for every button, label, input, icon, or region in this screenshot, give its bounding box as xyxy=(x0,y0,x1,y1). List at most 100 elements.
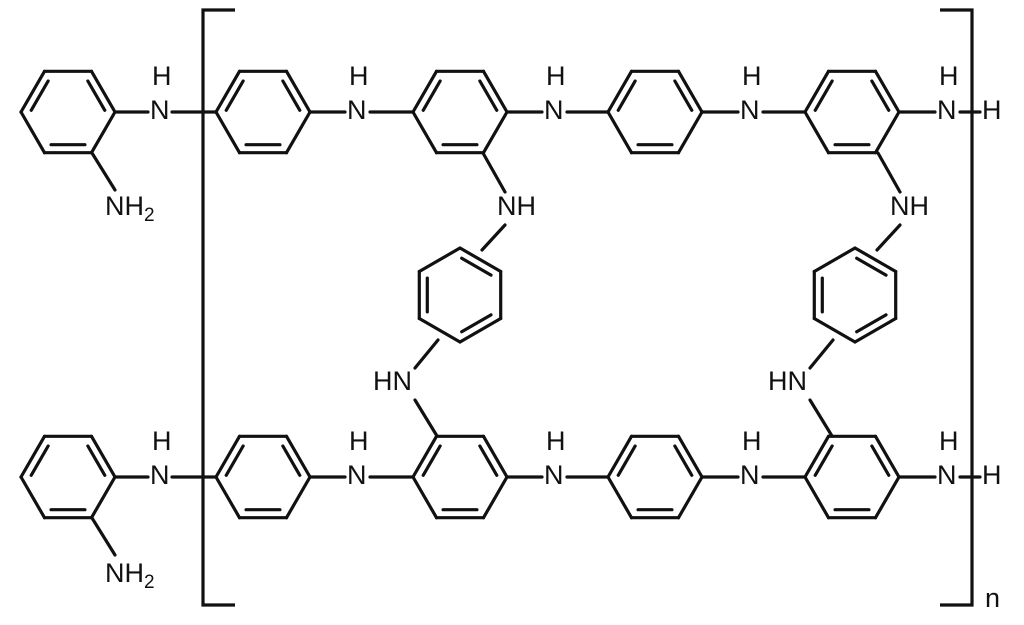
bottom-ring-1-double xyxy=(86,444,107,477)
bottom-ring-5-edge xyxy=(803,475,831,520)
link-nh-left-upper: NH xyxy=(497,191,536,221)
top-ring-4-edge xyxy=(606,110,634,155)
bottom-ring-2-edge xyxy=(214,434,242,479)
top-ring-1-edge xyxy=(19,69,47,114)
top-ring-2-edge xyxy=(214,69,242,114)
bottom-n-5: N xyxy=(937,460,957,490)
bottom-end-h: H xyxy=(982,460,1002,490)
bottom-ring-3-edge xyxy=(481,475,509,520)
top-ring-4-edge xyxy=(676,69,704,114)
top-n-5: N xyxy=(937,95,957,125)
top-ring-5-edge xyxy=(873,69,901,114)
top-end-h: H xyxy=(982,95,1002,125)
top-ring-3-double xyxy=(478,79,499,112)
top-ring-1-double xyxy=(86,79,107,112)
bond-nh2-top xyxy=(90,151,117,192)
top-ring-5-double xyxy=(870,79,891,112)
bottom-ring-5-edge xyxy=(873,475,901,520)
top-n-4-h: H xyxy=(742,61,762,91)
bond-link-l-3 xyxy=(413,338,440,370)
top-ring-1-double xyxy=(29,79,50,112)
top-ring-1-edge xyxy=(89,110,117,155)
bottom-ring-4-double xyxy=(616,444,637,477)
bracket-left xyxy=(201,8,235,607)
top-ring-4-double xyxy=(616,79,637,112)
bond-link-r-2 xyxy=(875,223,902,252)
top-n-5-h: H xyxy=(939,61,959,91)
bond-link-r-4 xyxy=(808,398,834,438)
bond-lines xyxy=(19,8,982,607)
bottom-ring-5-edge xyxy=(873,434,901,479)
top-n-3-h: H xyxy=(546,61,566,91)
bottom-ring-2-double xyxy=(281,444,302,477)
linker-ring-right-edge xyxy=(812,316,857,344)
top-ring-2-edge xyxy=(284,110,312,155)
bond-link-l-2 xyxy=(480,223,507,252)
top-ring-2-double xyxy=(224,79,245,112)
bracket-right xyxy=(940,8,974,607)
bottom-ring-3-edge xyxy=(481,434,509,479)
bottom-n-2: N xyxy=(347,460,367,490)
atom-labels: N H N H N H N H N H H N H N H N H N H N … xyxy=(105,61,1002,613)
top-n-2: N xyxy=(347,95,367,125)
top-ring-3-double xyxy=(421,79,442,112)
bottom-n-5-h: H xyxy=(939,426,959,456)
bottom-ring-1-edge xyxy=(89,475,117,520)
bond-nh2-bottom xyxy=(90,516,117,557)
bottom-n-3: N xyxy=(544,460,564,490)
bottom-ring-5-edge xyxy=(803,434,831,479)
bottom-n-4-h: H xyxy=(742,426,762,456)
linker-ring-left-double xyxy=(460,313,493,334)
bottom-ring-1-edge xyxy=(19,475,47,520)
linker-ring-left-double xyxy=(460,256,493,277)
top-ring-3-edge xyxy=(411,69,439,114)
top-ring-4-edge xyxy=(606,69,634,114)
bond-link-l-1 xyxy=(481,151,507,194)
linker-ring-right-edge xyxy=(853,246,898,274)
link-hn-left-lower: HN xyxy=(373,366,412,396)
bottom-ring-4-edge xyxy=(606,475,634,520)
bottom-n-1: N xyxy=(150,460,170,490)
bottom-ring-3-edge xyxy=(411,434,439,479)
top-n-3: N xyxy=(544,95,564,125)
top-ring-3-edge xyxy=(411,110,439,155)
bottom-ring-4-edge xyxy=(676,434,704,479)
end-nh2-bottom: NH2 xyxy=(105,558,155,593)
top-n-1: N xyxy=(150,95,170,125)
bottom-ring-3-double xyxy=(478,444,499,477)
bottom-ring-1-double xyxy=(29,444,50,477)
top-n-4: N xyxy=(740,95,760,125)
bottom-n-3-h: H xyxy=(546,426,566,456)
bottom-ring-3-edge xyxy=(411,475,439,520)
top-n-2-h: H xyxy=(349,61,369,91)
bottom-n-2-h: H xyxy=(349,426,369,456)
bottom-n-4: N xyxy=(740,460,760,490)
bottom-ring-5-double xyxy=(813,444,834,477)
top-ring-5-edge xyxy=(873,110,901,155)
linker-ring-right-edge xyxy=(853,316,898,344)
bottom-ring-1-edge xyxy=(19,434,47,479)
bottom-ring-2-edge xyxy=(284,434,312,479)
bottom-ring-4-double xyxy=(673,444,694,477)
top-ring-2-edge xyxy=(214,110,242,155)
top-ring-5-double xyxy=(813,79,834,112)
linker-ring-left-edge xyxy=(417,246,462,274)
linker-ring-right-double xyxy=(855,256,888,277)
top-n-1-h: H xyxy=(152,61,172,91)
bottom-ring-3-double xyxy=(421,444,442,477)
top-ring-2-double xyxy=(281,79,302,112)
top-ring-1-edge xyxy=(89,69,117,114)
bond-link-r-3 xyxy=(808,338,835,370)
top-ring-4-double xyxy=(673,79,694,112)
top-ring-5-edge xyxy=(803,110,831,155)
bottom-ring-2-double xyxy=(224,444,245,477)
link-nh-right-upper: NH xyxy=(890,191,929,221)
top-ring-2-edge xyxy=(284,69,312,114)
bond-link-r-1 xyxy=(876,151,902,194)
bottom-ring-2-edge xyxy=(214,475,242,520)
top-ring-5-edge xyxy=(803,69,831,114)
linker-ring-left-edge xyxy=(458,316,503,344)
bottom-ring-2-edge xyxy=(284,475,312,520)
top-ring-4-edge xyxy=(676,110,704,155)
